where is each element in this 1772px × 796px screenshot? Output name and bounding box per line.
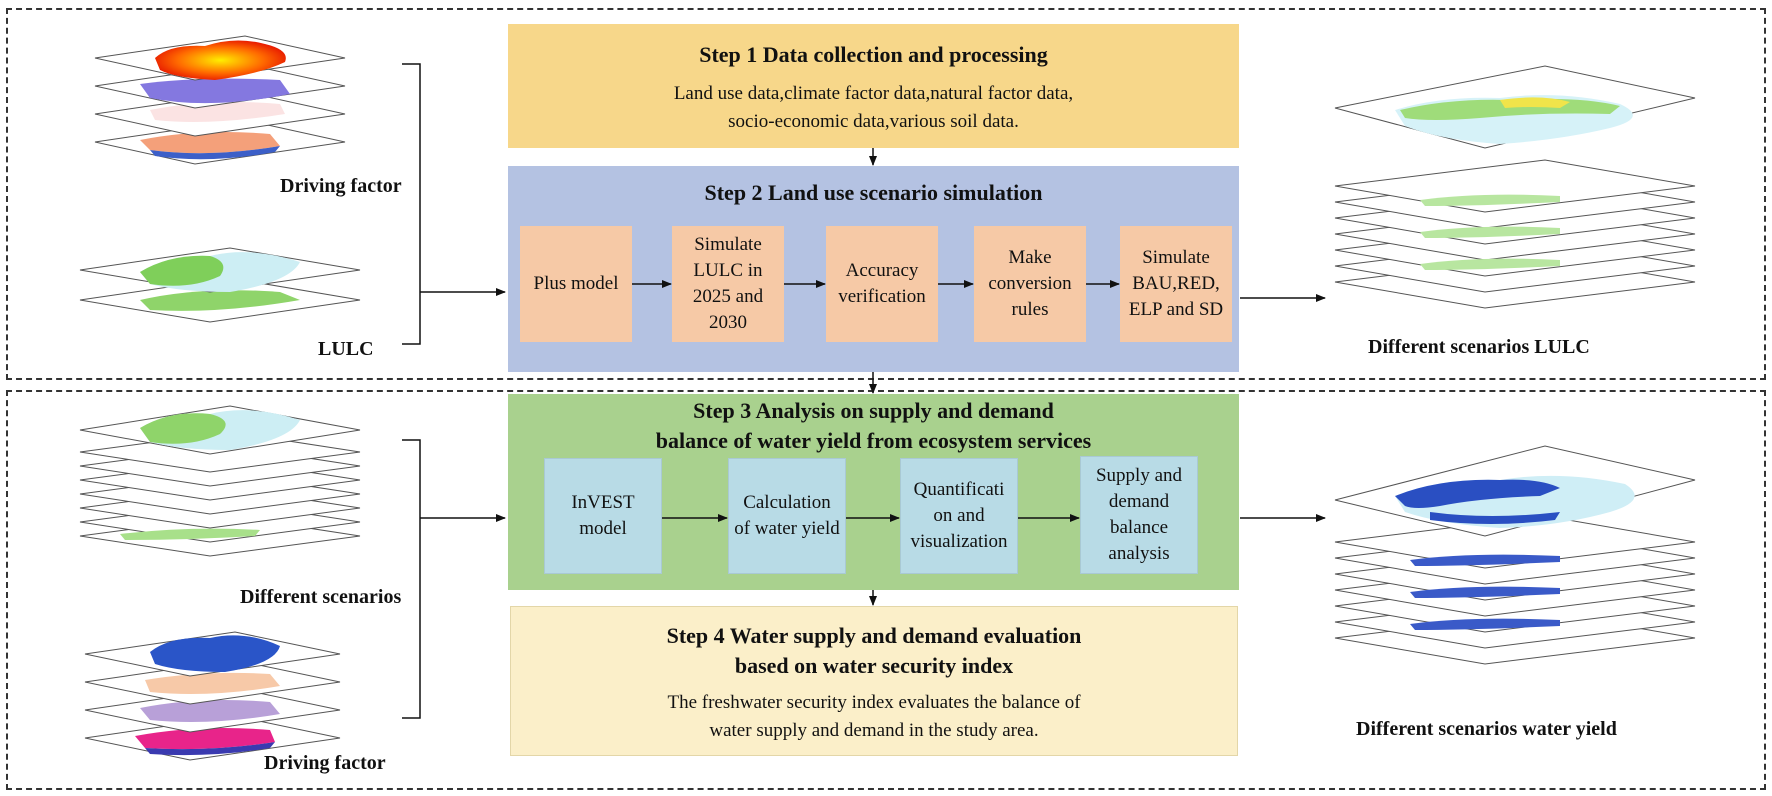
label-different-scenarios: Different scenarios: [240, 586, 402, 608]
bracket-top-left: [402, 63, 421, 345]
label-different-scenarios-lulc: Different scenarios LULC: [1368, 336, 1590, 358]
step2-title: Step 2 Land use scenario simulation: [704, 180, 1043, 205]
step3-title-line2: balance of water yield from ecosystem se…: [655, 428, 1092, 453]
step2-conversion-rules-box: Make conversion rules: [974, 226, 1086, 342]
step2-plus-model-box: Plus model: [520, 226, 632, 342]
top-section-frame: [6, 8, 1766, 380]
label-lulc: LULC: [318, 338, 374, 360]
lulc-stack: [79, 247, 361, 323]
step4-box: Step 4 Water supply and demand evaluatio…: [510, 606, 1238, 756]
bottom-section-frame: [6, 390, 1766, 790]
step3-invest-box: InVEST model: [544, 458, 662, 574]
scenarios-lulc-map: [1395, 95, 1633, 270]
step3-balance-analysis-box: Supply and demand balance analysis: [1080, 456, 1198, 574]
step4-line2: water supply and demand in the study are…: [709, 720, 1039, 741]
step4-line1: The freshwater security index evaluates …: [667, 692, 1081, 713]
step1-title: Step 1 Data collection and processing: [699, 42, 1048, 67]
label-driving-factor-top: Driving factor: [280, 175, 402, 197]
step3-title-line1: Step 3 Analysis on supply and demand: [693, 398, 1054, 423]
step2-simulate-lulc-box: Simulate LULC in 2025 and 2030: [672, 226, 784, 342]
step1-line2: socio-economic data,various soil data.: [728, 111, 1019, 132]
step3-calc-water-yield-box: Calculation of water yield: [728, 458, 846, 574]
step4-title-line2: based on water security index: [734, 653, 1014, 678]
step2-simulate-scenarios-box: Simulate BAU,RED, ELP and SD: [1120, 226, 1232, 342]
step1-box: Step 1 Data collection and processing La…: [508, 24, 1239, 148]
step1-line1: Land use data,climate factor data,natura…: [673, 83, 1074, 104]
label-different-scenarios-water-yield: Different scenarios water yield: [1356, 718, 1617, 740]
scenarios-water-yield-map: [1395, 475, 1635, 630]
step3-quantification-box: Quantificati on and visualization: [900, 458, 1018, 574]
driving-factor-bottom-stack: [84, 631, 341, 761]
step4-title-line1: Step 4 Water supply and demand evaluatio…: [666, 623, 1082, 648]
driving-factor-top-stack: [94, 35, 346, 165]
step2-accuracy-box: Accuracy verification: [826, 226, 938, 342]
different-scenarios-map: [120, 410, 300, 540]
label-driving-factor-bottom: Driving factor: [264, 752, 386, 774]
bracket-bottom-left: [402, 439, 421, 719]
